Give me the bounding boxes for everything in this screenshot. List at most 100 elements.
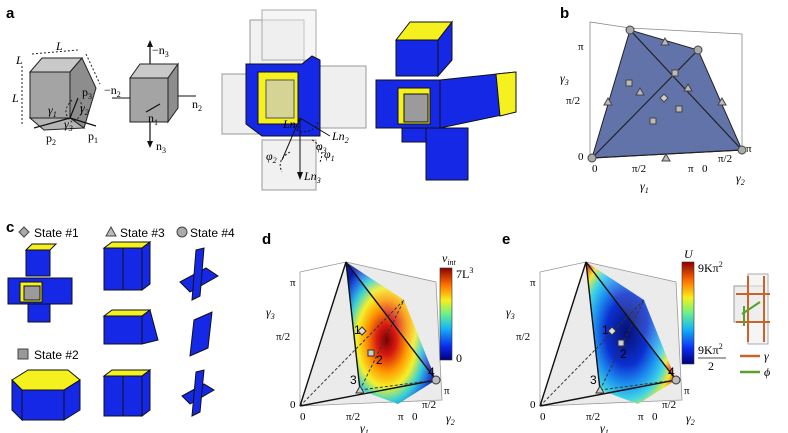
- label-Ln1: Ln1: [282, 117, 300, 133]
- tick-e-pi-g2: π: [684, 385, 690, 397]
- point-e-3: 3: [590, 373, 597, 387]
- tetrahedron-plot-b: [587, 21, 747, 163]
- state-1-label: State #1: [34, 226, 79, 240]
- point-d-3: 3: [350, 373, 357, 387]
- cube-with-normals: [112, 40, 196, 148]
- tick-d-pihalf-g2: π/2: [422, 399, 436, 411]
- svg-text:2: 2: [708, 359, 714, 373]
- axis-d-gamma3: γ3: [266, 305, 275, 321]
- axis-b-gamma2: γ2: [736, 171, 745, 187]
- tick-b-zero-vert: 0: [578, 151, 584, 163]
- label-p2: p2: [46, 131, 56, 147]
- colorbar-d: [439, 267, 453, 361]
- point-d-2: 2: [376, 353, 383, 367]
- point-e-2: 2: [620, 347, 627, 361]
- label-n3: n3: [156, 139, 166, 155]
- tick-e-zero-vert: 0: [530, 399, 536, 411]
- tick-b-pihalf-vert: π/2: [566, 95, 580, 107]
- state-4-shape-mid: [189, 311, 213, 357]
- tick-e-pihalf-g1: π/2: [586, 411, 600, 423]
- label-gamma3: γ3: [64, 117, 73, 133]
- tick-e-zero-g2: 0: [652, 411, 658, 423]
- state-2-label: State #2: [34, 348, 79, 362]
- tick-b-pihalf-g2: π/2: [718, 153, 732, 165]
- state-1-legend: State #1: [18, 226, 79, 240]
- label-p1: p1: [88, 129, 98, 145]
- tick-d-pi-vert: π: [290, 277, 296, 289]
- tick-e-pi-vert: π: [530, 277, 536, 289]
- tick-b-zero-g1: 0: [592, 163, 598, 175]
- label-phi1: φ1: [324, 147, 335, 163]
- tick-d-pi-g1: π: [398, 411, 404, 423]
- legend-e: γ ϕ: [740, 349, 770, 379]
- tick-b-pihalf-g1: π/2: [632, 163, 646, 175]
- state-1-shape: [7, 243, 73, 323]
- axis-e-gamma3: γ3: [506, 305, 515, 321]
- reference-cube-with-labels: [21, 49, 101, 131]
- point-d-1: 1: [354, 323, 361, 337]
- state-3-label: State #3: [120, 226, 165, 240]
- tick-d-pihalf-vert: π/2: [276, 331, 290, 343]
- state-3-shape-bottom: [102, 369, 152, 417]
- heatmap-tetrahedron-d: [299, 261, 443, 407]
- blue-cross-structure: [375, 20, 517, 181]
- legend-gamma: γ: [764, 349, 769, 363]
- label-Ln3: Ln3: [303, 169, 321, 185]
- colorbar-e-title: U: [684, 247, 694, 261]
- label-phi2: φ2: [266, 149, 277, 165]
- point-d-4: 4: [428, 365, 435, 379]
- tick-b-pi-vert: π: [578, 41, 584, 53]
- axis-d-gamma1: γ1: [360, 421, 369, 433]
- axis-b-gamma1: γ1: [640, 179, 649, 195]
- tick-e-pihalf-vert: π/2: [516, 331, 530, 343]
- label-L-left: L: [11, 91, 19, 105]
- tick-b-pi-g2: π: [746, 143, 752, 155]
- translucent-cube-construction: [221, 9, 367, 191]
- colorbar-e-max: 9Kπ2: [698, 260, 723, 275]
- tick-d-pi-g2: π: [444, 385, 450, 397]
- tick-d-pihalf-g1: π/2: [346, 411, 360, 423]
- panel-label-c: c: [6, 219, 14, 236]
- colorbar-e: [681, 261, 695, 365]
- colorbar-d-min: 0: [456, 351, 462, 365]
- panel-label-b: b: [560, 5, 569, 22]
- state-3-shape-mid: [102, 309, 159, 345]
- label-gamma1: γ1: [48, 103, 57, 119]
- state-2-legend: State #2: [17, 348, 79, 362]
- state-4-shape-bottom: [181, 369, 215, 417]
- tick-e-pi-g1: π: [638, 411, 644, 423]
- svg-text:9Kπ2: 9Kπ2: [698, 342, 723, 357]
- point-e-4: 4: [668, 365, 675, 379]
- axis-e-gamma2: γ2: [686, 411, 695, 427]
- colorbar-d-title: vint: [442, 251, 457, 267]
- colorbar-e-min: 9Kπ2 2: [698, 342, 726, 373]
- panel-label-e: e: [502, 231, 510, 248]
- label-phi3: φ3: [316, 139, 327, 155]
- tick-d-zero-g2: 0: [412, 411, 418, 423]
- tick-b-zero-g2: 0: [702, 163, 708, 175]
- state-4-legend: State #4: [176, 226, 235, 240]
- axis-b-gamma3: γ3: [560, 71, 569, 87]
- label-gamma2: γ2: [80, 101, 89, 117]
- label-Ln2: Ln2: [331, 129, 349, 145]
- state-3-legend: State #3: [105, 225, 165, 240]
- label-n2: n2: [192, 97, 202, 113]
- tick-e-zero-g1: 0: [540, 411, 546, 423]
- heatmap-tetrahedron-e: [539, 261, 683, 407]
- point-e-1: 1: [602, 323, 609, 337]
- state-2-shape: [11, 369, 81, 422]
- hinge-schematic-e: [733, 273, 770, 345]
- label-n1: n1: [148, 111, 158, 127]
- legend-phi: ϕ: [764, 365, 770, 379]
- tick-b-pi-g1: π: [688, 163, 694, 175]
- state-4-shape-top: [179, 247, 219, 301]
- state-4-label: State #4: [190, 226, 235, 240]
- label-L-top: L: [55, 39, 63, 53]
- state-3-shape-top: [102, 241, 152, 291]
- colorbar-d-max: 7L3: [456, 266, 473, 281]
- axis-d-gamma2: γ2: [446, 411, 455, 427]
- label-minus-n2: −n2: [104, 83, 121, 99]
- label-p3: p3: [82, 85, 92, 101]
- panel-label-a: a: [6, 5, 15, 22]
